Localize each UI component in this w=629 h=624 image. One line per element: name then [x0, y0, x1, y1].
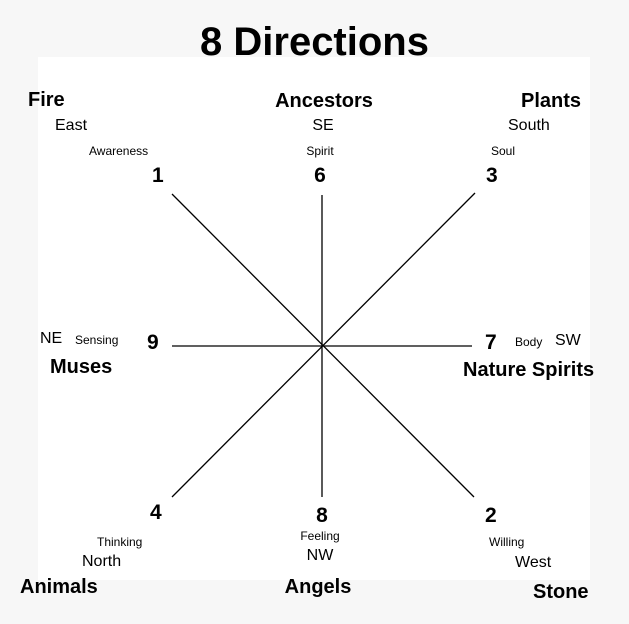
- label-plants: Plants: [521, 90, 582, 112]
- direction-north: North: [82, 553, 122, 570]
- quality-willing: Willing: [489, 535, 525, 549]
- diagonal-line-3-4: [171, 192, 476, 498]
- quality-awareness: Awareness: [89, 144, 149, 158]
- direction-nw: NW: [306, 547, 334, 564]
- quality-spirit: Spirit: [306, 144, 334, 158]
- label-animals: Animals: [20, 576, 98, 598]
- number-3: 3: [486, 164, 498, 187]
- diagram-panel: [38, 57, 590, 580]
- label-stone: Stone: [533, 581, 589, 603]
- direction-sw: SW: [555, 332, 581, 349]
- direction-east: East: [55, 117, 88, 134]
- number-6: 6: [314, 164, 326, 187]
- direction-west: West: [515, 554, 552, 571]
- number-1: 1: [152, 164, 164, 187]
- quality-thinking: Thinking: [97, 535, 143, 549]
- quality-sensing: Sensing: [75, 333, 119, 347]
- label-angels: Angels: [284, 576, 352, 598]
- quality-feeling: Feeling: [300, 529, 340, 543]
- quality-body: Body: [515, 335, 543, 349]
- number-9: 9: [147, 331, 159, 354]
- label-muses: Muses: [50, 356, 113, 378]
- page-title: 8 Directions: [200, 20, 429, 64]
- direction-se: SE: [312, 117, 334, 134]
- direction-ne: NE: [40, 330, 63, 347]
- number-8: 8: [316, 504, 328, 527]
- number-4: 4: [150, 501, 162, 524]
- number-7: 7: [485, 331, 497, 354]
- quality-soul: Soul: [491, 144, 516, 158]
- label-nature-spirits: Nature Spirits: [463, 359, 595, 381]
- label-fire: Fire: [28, 89, 65, 111]
- label-ancestors: Ancestors: [275, 90, 373, 112]
- direction-south: South: [508, 117, 550, 134]
- number-2: 2: [485, 504, 497, 527]
